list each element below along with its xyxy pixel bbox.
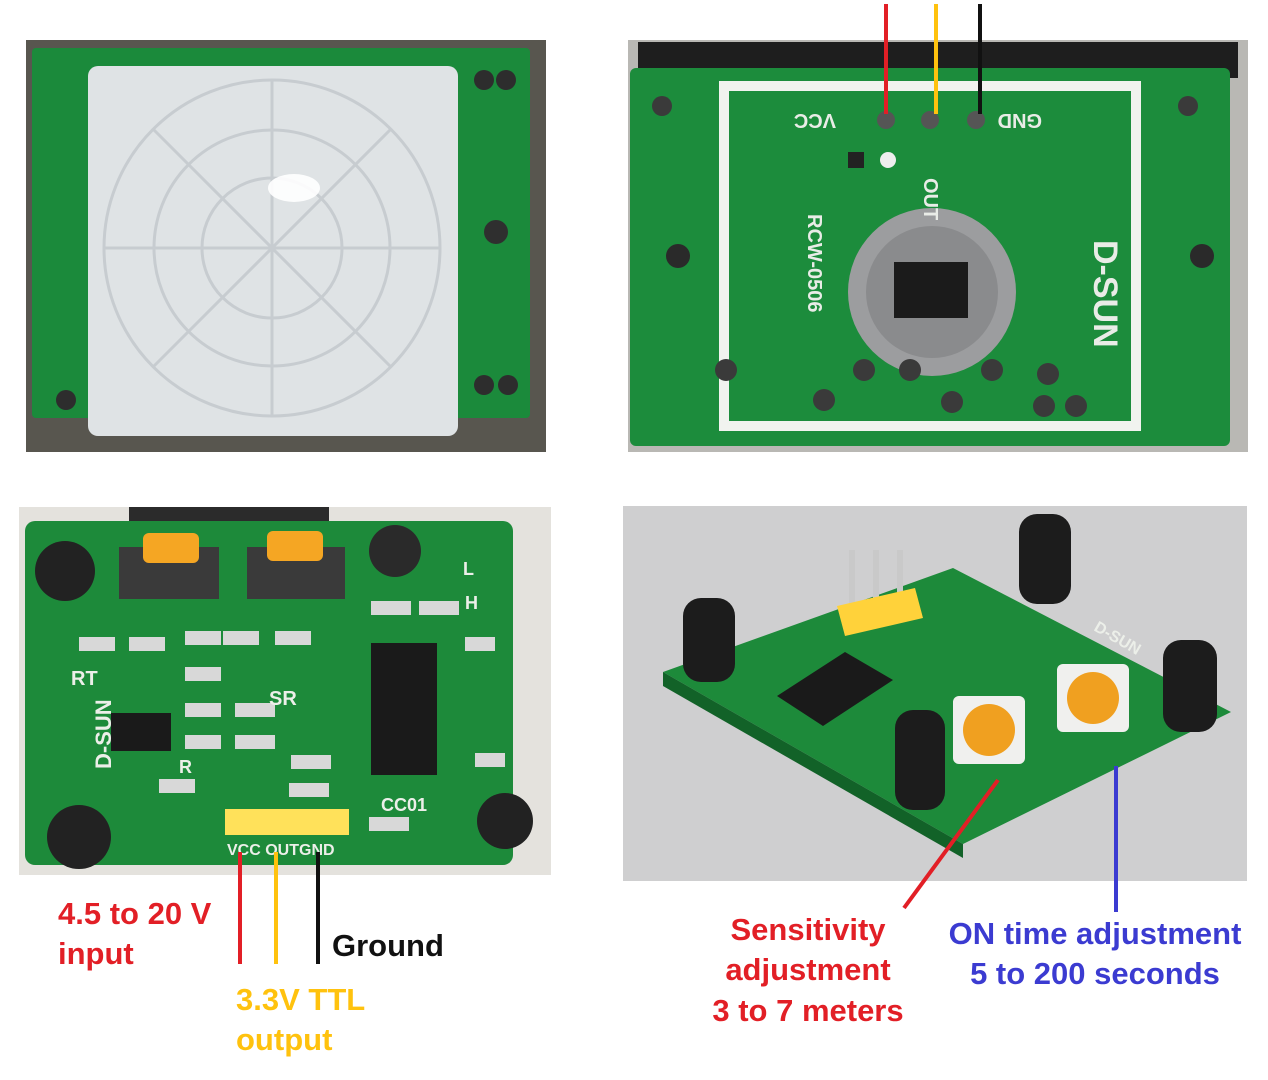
gnd-wire-top bbox=[978, 4, 982, 114]
silk-ic: CC01 bbox=[381, 795, 427, 815]
ground-label: Ground bbox=[332, 926, 444, 966]
silk-brand: D-SUN bbox=[1086, 240, 1124, 348]
input-voltage-label: 4.5 to 20 V input bbox=[58, 894, 211, 975]
sensitivity-line1: Sensitivity bbox=[730, 912, 886, 947]
on-time-label: ON time adjustment 5 to 200 seconds bbox=[930, 914, 1260, 995]
vcc-wire-bottom bbox=[238, 852, 242, 964]
silk-model: RCW-0506 bbox=[803, 214, 825, 313]
silk-pins: VCC OUTGND bbox=[227, 842, 335, 859]
photo-pir-lens-front bbox=[26, 40, 546, 452]
silk-vcc: VCC bbox=[794, 109, 836, 131]
sensitivity-line3: 3 to 7 meters bbox=[712, 992, 904, 1028]
photo-pir-module-components: RT SR R L H CC01 VCC OUTGND D-SUN bbox=[19, 507, 551, 875]
on-time-line2: 5 to 200 seconds bbox=[970, 956, 1220, 992]
out-wire-top bbox=[934, 4, 938, 114]
sensitivity-label: Sensitivity adjustment 3 to 7 meters bbox=[688, 910, 928, 1031]
photo-pir-module-angled: D-SUN bbox=[623, 506, 1247, 881]
gnd-wire-bottom bbox=[316, 852, 320, 964]
photo-pir-module-back: VCC GND OUT RCW-0506 D-SUN bbox=[628, 40, 1248, 452]
ground-line1: Ground bbox=[332, 928, 444, 963]
silk-h: H bbox=[465, 593, 478, 613]
sensitivity-pointer bbox=[902, 778, 1000, 910]
on-time-line1: ON time adjustment bbox=[948, 916, 1242, 951]
sensitivity-line2: adjustment bbox=[725, 952, 891, 988]
silk-l: L bbox=[463, 559, 474, 579]
silk-brand-bl: D-SUN bbox=[91, 699, 116, 769]
input-voltage-line2: input bbox=[58, 936, 134, 972]
input-voltage-line1: 4.5 to 20 V bbox=[58, 896, 212, 931]
output-line2: output bbox=[236, 1022, 333, 1058]
silk-gnd: GND bbox=[998, 109, 1042, 131]
silk-sr: SR bbox=[269, 688, 297, 710]
vcc-wire-top bbox=[884, 4, 888, 114]
silk-r: R bbox=[179, 757, 192, 777]
output-label: 3.3V TTL output bbox=[236, 980, 365, 1061]
silk-out: OUT bbox=[919, 178, 941, 220]
silk-rt: RT bbox=[71, 668, 98, 690]
out-wire-bottom bbox=[274, 852, 278, 964]
output-line1: 3.3V TTL bbox=[236, 982, 366, 1017]
